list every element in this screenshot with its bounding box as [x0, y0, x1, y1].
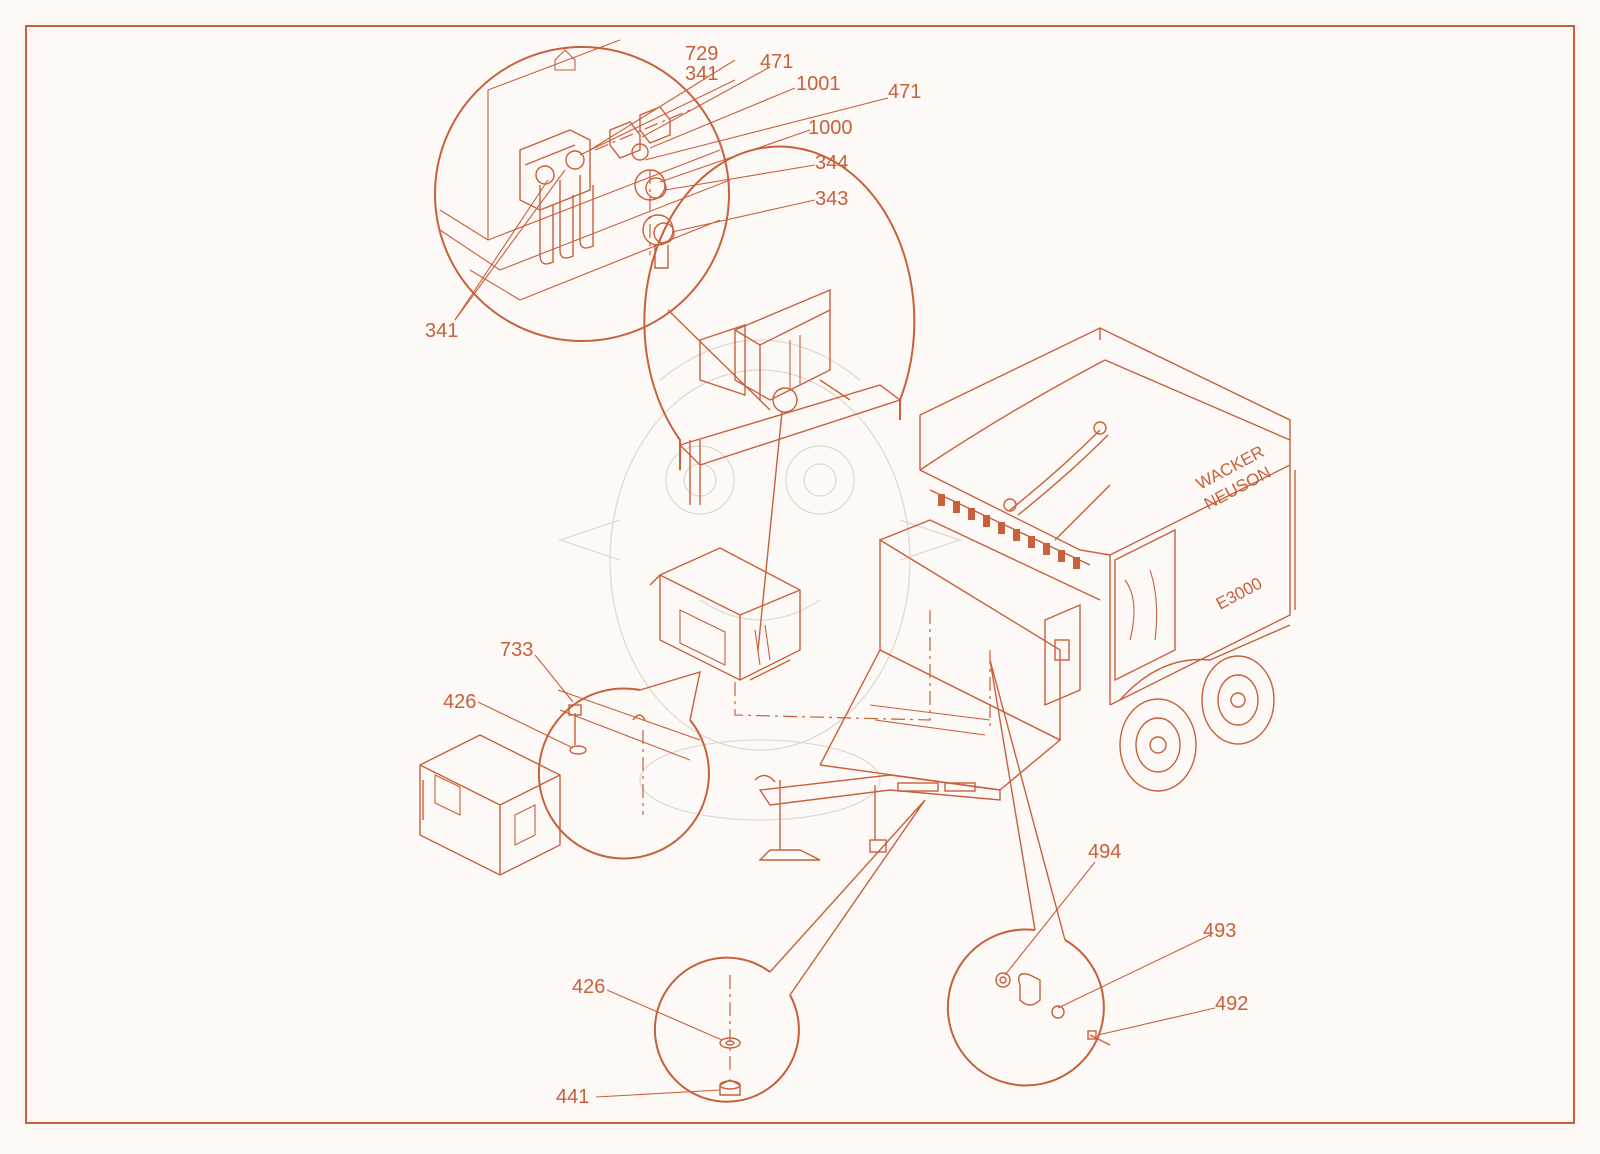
- detail-circle-upper-middle: [643, 145, 916, 505]
- callout-426: 426: [443, 691, 476, 713]
- vent-slot: [938, 494, 945, 506]
- vent-slot: [1073, 557, 1080, 569]
- brand-mark: WACKER NEUSON E3000: [1193, 442, 1274, 614]
- callout-1000: 1000: [808, 117, 853, 139]
- detail-circle-top: [434, 39, 731, 342]
- vent-slots: [938, 494, 1080, 569]
- vent-slot: [998, 522, 1005, 534]
- callout-leaders: [454, 59, 1216, 1098]
- vent-slot: [953, 501, 960, 513]
- svg-text:E3000: E3000: [1213, 574, 1265, 614]
- callout-494: 494: [1088, 841, 1121, 863]
- callout-426: 426: [572, 976, 605, 998]
- callout-1001: 1001: [796, 73, 841, 95]
- machine-body: [734, 327, 1296, 861]
- callout-729: 729: [685, 43, 718, 65]
- callout-344: 344: [815, 152, 848, 174]
- drawing-frame: [25, 25, 1575, 1124]
- callout-733: 733: [500, 639, 533, 661]
- callout-341: 341: [425, 320, 458, 342]
- callout-471: 471: [760, 51, 793, 73]
- vent-slot: [968, 508, 975, 520]
- detail-circle-bottom-center: [653, 799, 926, 1103]
- vent-slot: [1043, 543, 1050, 555]
- callout-441: 441: [556, 1086, 589, 1108]
- vent-slot: [1058, 550, 1065, 562]
- callout-343: 343: [815, 188, 848, 210]
- detail-leader-top: [667, 309, 771, 411]
- callout-493: 493: [1203, 920, 1236, 942]
- vent-slot: [983, 515, 990, 527]
- callout-471: 471: [888, 81, 921, 103]
- control-box: [419, 734, 561, 876]
- heater-unit: [649, 547, 801, 681]
- vent-slot: [1013, 529, 1020, 541]
- detail-leader-middle: [757, 411, 783, 651]
- detail-circle-left: [537, 670, 710, 860]
- callout-341: 341: [685, 63, 718, 85]
- detail-circle-bottom-right: [946, 659, 1111, 1087]
- vent-slot: [1028, 536, 1035, 548]
- callout-492: 492: [1215, 993, 1248, 1015]
- callout-labels: 729 341 471 1001 471 1000 344 343 341 73…: [425, 43, 1248, 1108]
